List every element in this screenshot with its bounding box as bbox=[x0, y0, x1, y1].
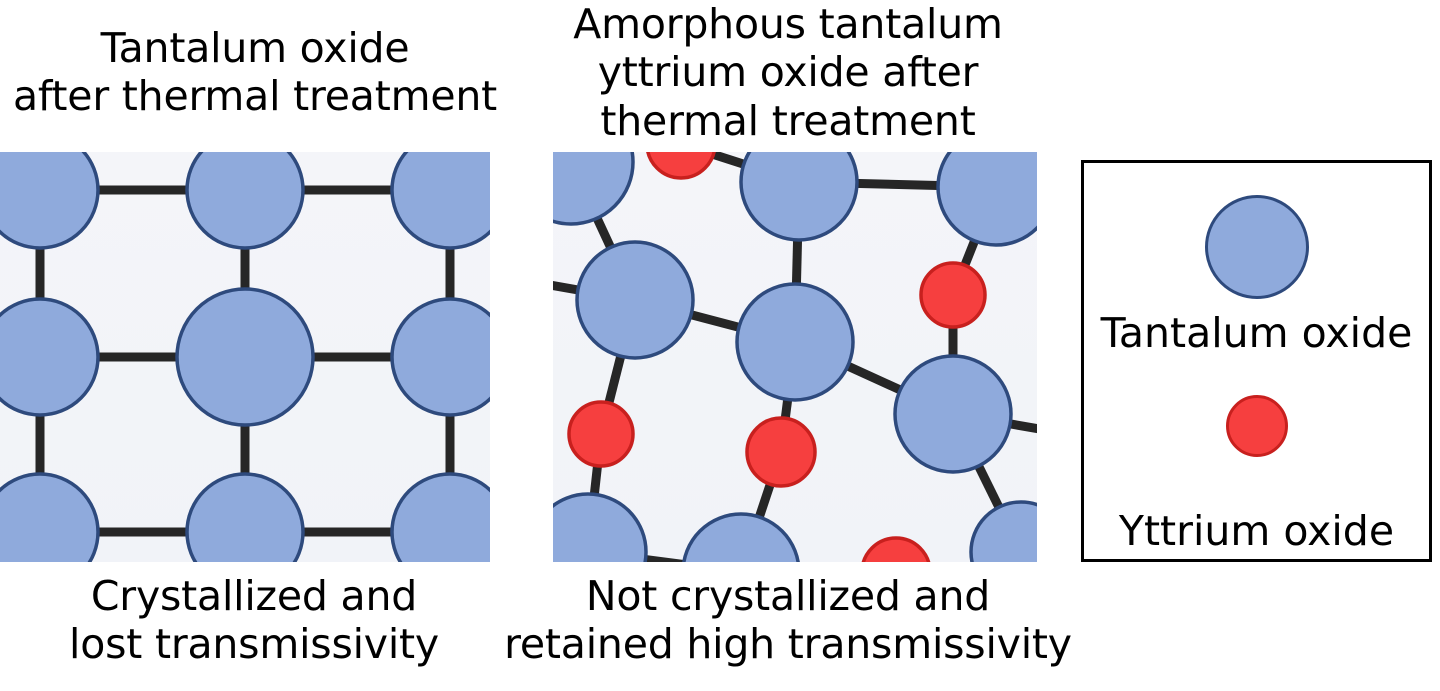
tantalum-oxide-node bbox=[0, 297, 100, 417]
legend-swatch-tantalum-wrap bbox=[1084, 195, 1429, 299]
tantalum-oxide-node bbox=[735, 282, 855, 402]
legend: Tantalum oxide Yttrium oxide bbox=[1081, 160, 1432, 562]
tantalum-oxide-node bbox=[553, 492, 648, 562]
legend-label-tantalum: Tantalum oxide bbox=[1100, 309, 1413, 357]
tantalum-oxide-node bbox=[575, 240, 695, 360]
panel-left-title: Tantalum oxide after thermal treatment bbox=[12, 24, 498, 121]
legend-label-yttrium: Yttrium oxide bbox=[1118, 507, 1395, 555]
tantalum-oxide-node bbox=[0, 472, 100, 562]
tantalum-oxide-node bbox=[390, 152, 490, 250]
tantalum-oxide-node bbox=[969, 500, 1037, 562]
tantalum-oxide-node bbox=[682, 512, 800, 562]
panel-left-caption: Crystallized and lost transmissivity bbox=[69, 572, 439, 669]
tantalum-oxide-node bbox=[553, 152, 635, 226]
yttrium-oxide-node bbox=[646, 152, 716, 180]
amorphous-network-graphic bbox=[553, 152, 1037, 562]
tantalum-oxide-node bbox=[739, 152, 859, 242]
tantalum-oxide-node bbox=[936, 152, 1037, 247]
tantalum-oxide-node bbox=[390, 297, 490, 417]
panel-middle-caption: Not crystallized and retained high trans… bbox=[504, 572, 1072, 669]
yttrium-oxide-node bbox=[861, 536, 931, 562]
panel-crystalline bbox=[0, 152, 490, 562]
node-layer bbox=[0, 152, 490, 562]
tantalum-oxide-node bbox=[390, 472, 490, 562]
yttrium-oxide-node bbox=[567, 400, 635, 468]
legend-swatch-yttrium-wrap bbox=[1084, 395, 1429, 457]
tantalum-oxide-node bbox=[0, 152, 100, 250]
yttrium-oxide-circle-icon bbox=[1225, 395, 1288, 457]
tantalum-oxide-node bbox=[185, 152, 305, 250]
node-layer bbox=[553, 152, 1037, 562]
panel-amorphous bbox=[553, 152, 1037, 562]
yttrium-oxide-node bbox=[745, 416, 817, 488]
tantalum-oxide-node bbox=[185, 472, 305, 562]
yttrium-oxide-node bbox=[919, 261, 987, 329]
tantalum-oxide-circle-icon bbox=[1204, 195, 1309, 299]
crystalline-lattice-graphic bbox=[0, 152, 490, 562]
panel-middle-title: Amorphous tantalum yttrium oxide after t… bbox=[573, 0, 1003, 145]
tantalum-oxide-node bbox=[893, 354, 1013, 474]
tantalum-oxide-node bbox=[175, 287, 315, 427]
